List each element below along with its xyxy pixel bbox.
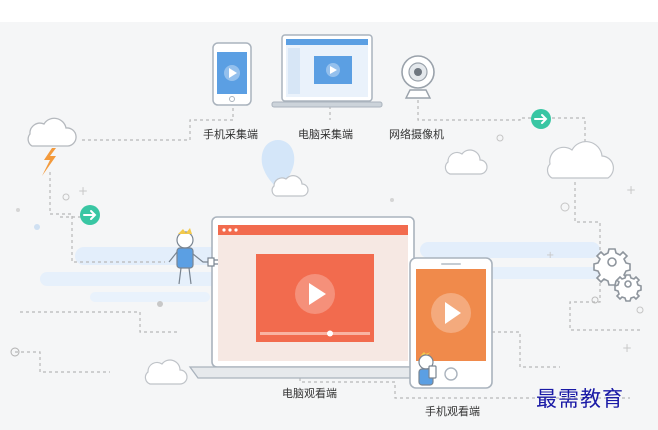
arrow-badge-right-icon <box>531 109 551 129</box>
storm-cloud-icon <box>27 117 77 176</box>
webcam-icon <box>401 55 435 99</box>
mobile-capture-device <box>212 42 252 106</box>
pc-viewer-laptop <box>188 216 438 379</box>
cloud-small-1 <box>271 175 309 197</box>
svg-text:+: + <box>78 184 88 198</box>
arrow-badge-left-icon <box>80 205 100 225</box>
cloud-small-3 <box>144 359 188 385</box>
connector-lines <box>15 100 640 399</box>
label-pc-capture: 电脑采集端 <box>298 128 353 141</box>
cloud-large-right <box>546 141 614 179</box>
label-webcam: 网络摄像机 <box>389 128 444 141</box>
svg-text:+: + <box>546 250 554 261</box>
svg-text:+: + <box>626 183 636 197</box>
label-pc-viewer: 电脑观看端 <box>282 387 337 400</box>
mobile-viewer-phone <box>409 257 493 389</box>
label-mobile-viewer: 手机观看端 <box>425 405 480 418</box>
person-with-plug <box>168 228 218 285</box>
watermark-text: 最需教育 <box>536 387 624 411</box>
gear-icon <box>593 248 642 302</box>
decorative-dots: + + + + <box>10 134 644 357</box>
pc-capture-device <box>271 34 383 108</box>
cloud-small-2 <box>444 149 488 175</box>
streaming-illustration: + + + + <box>10 34 644 399</box>
svg-text:+: + <box>622 341 632 355</box>
label-mobile-capture: 手机采集端 <box>203 128 258 141</box>
person-with-phone <box>418 352 437 386</box>
clouds <box>144 141 614 385</box>
illustration-stage: + + + + <box>0 22 658 430</box>
